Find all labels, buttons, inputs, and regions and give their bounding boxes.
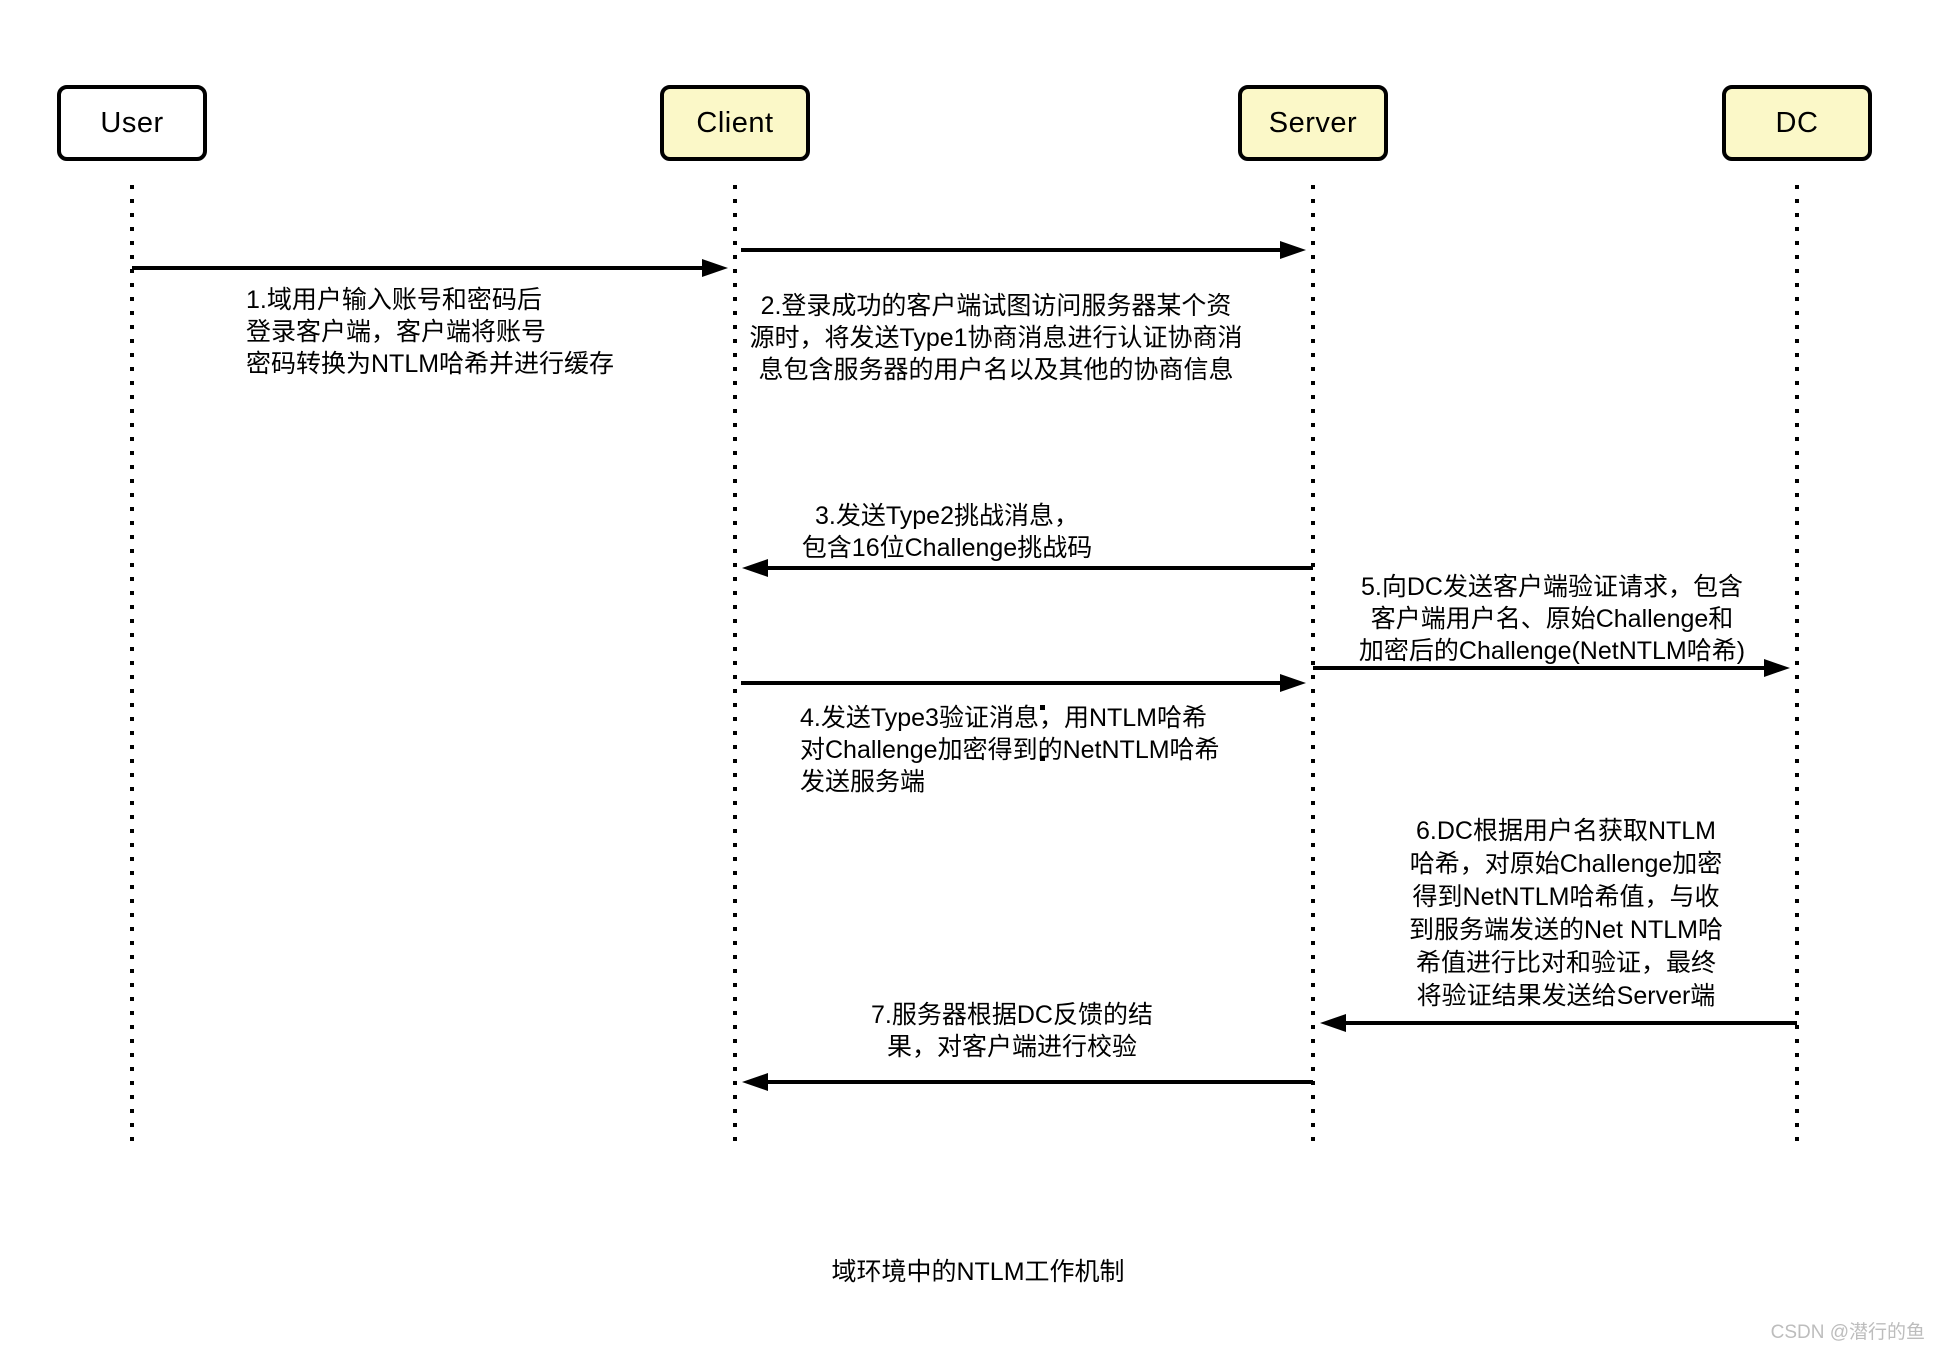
message-2-arrow-shaft (741, 248, 1280, 252)
message-5-arrowhead (1764, 659, 1790, 677)
message-5-label: 5.向DC发送客户端验证请求，包含 客户端用户名、原始Challenge和 加密… (1358, 573, 1746, 665)
client-lifeline (733, 185, 737, 1150)
actor-dc: DC (1722, 85, 1872, 161)
message-1-label: 1.域用户输入账号和密码后 登录客户端，客户端将账号 密码转换为NTLM哈希并进… (246, 286, 615, 378)
message-6-arrow-shaft (1346, 1021, 1797, 1025)
message-5-arrow-shaft (1313, 666, 1764, 670)
message-4-arrow-shaft (741, 681, 1280, 685)
message-1-arrowhead (702, 259, 728, 277)
message-6-label: 6.DC根据用户名获取NTLM 哈希，对原始Challenge加密 得到NetN… (1409, 817, 1723, 1010)
message-6-arrowhead (1320, 1014, 1346, 1032)
message-7-label: 7.服务器根据DC反馈的结 果，对客户端进行校验 (871, 1001, 1153, 1061)
actor-user: User (57, 85, 207, 161)
message-4-label: 4.发送Type3验证消息，用NTLM哈希 对Challenge加密得到的Net… (800, 704, 1220, 796)
message-3-arrowhead (742, 559, 768, 577)
dc-lifeline (1795, 185, 1799, 1150)
actor-client: Client (660, 85, 810, 161)
message-1-arrow-shaft (132, 266, 702, 270)
user-lifeline (130, 185, 134, 1150)
dotted-line-artifact (1040, 705, 1045, 771)
csdn-watermark: CSDN @潜行的鱼 (1770, 1322, 1925, 1343)
message-7-arrowhead (742, 1073, 768, 1091)
message-2-label: 2.登录成功的客户端试图访问服务器某个资 源时，将发送Type1协商消息进行认证… (749, 292, 1243, 384)
message-3-arrow-shaft (768, 566, 1313, 570)
message-2-arrowhead (1280, 241, 1306, 259)
diagram-caption: 域环境中的NTLM工作机制 (831, 1258, 1125, 1286)
message-7-arrow-shaft (768, 1080, 1313, 1084)
message-4-arrowhead (1280, 674, 1306, 692)
message-3-label: 3.发送Type2挑战消息， 包含16位Challenge挑战码 (801, 502, 1093, 562)
actor-server: Server (1238, 85, 1388, 161)
